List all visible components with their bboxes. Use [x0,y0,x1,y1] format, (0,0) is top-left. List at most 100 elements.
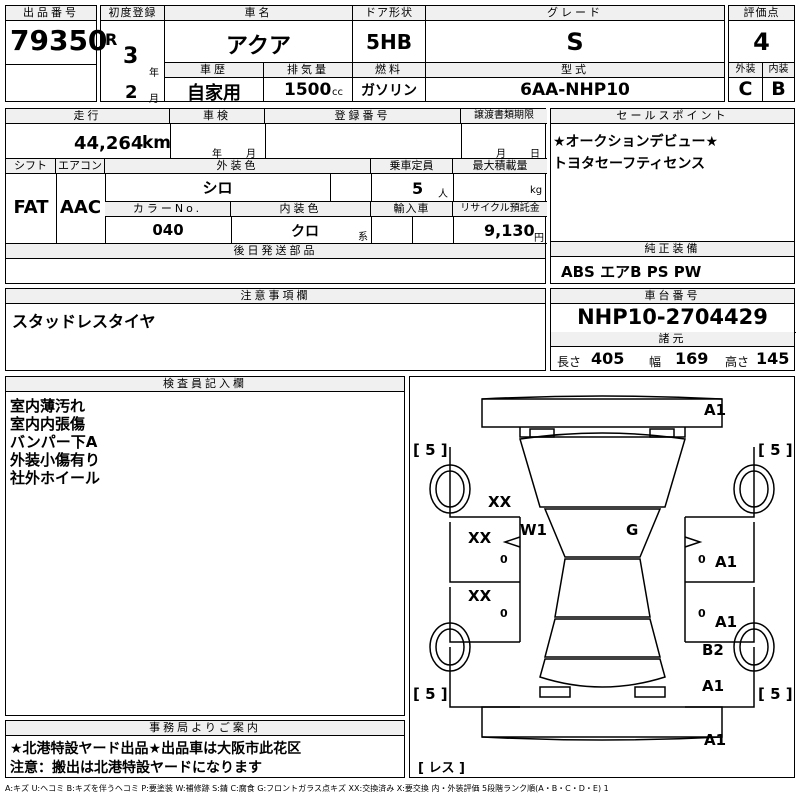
door-type: 5HB [366,30,412,54]
fuel-box: 燃料 ガソリン [352,62,426,102]
mileage-unit: km [142,133,172,153]
inspection-month-unit: 月 [246,149,256,160]
mark-windshield-g: G [626,521,639,539]
recycle-fee-unit: 円 [534,233,544,244]
car-name-label: 車名 [165,6,352,21]
exterior-label: 外装 [729,63,762,78]
registration-number-label: 登録番号 [265,109,461,124]
interior-color: クロ [291,224,319,240]
transfer-day-unit: 日 [530,149,540,160]
shift: FAT [13,197,49,218]
interior-grade: B [771,78,786,100]
car-name: アクア [226,34,291,59]
office-notice-line2: 注意：搬出は北港特設ヤードになります [10,760,262,776]
tire-front-right: [ 5 ] [758,441,793,459]
mark-right-rear-door-zero: 0 [698,607,706,620]
registration-month: 2 [125,82,138,103]
year-unit: 年 [149,68,159,79]
sales-point-label: セールスポイント [551,109,794,124]
chassis-label: 車台番号 [551,289,794,304]
lot-number-label: 出品番号 [6,6,96,21]
office-notice-label: 事務局よりご案内 [6,721,404,736]
door-label: ドア形状 [353,6,425,21]
capacity: 5 [412,179,424,198]
shift-label: シフト [6,159,56,174]
model-box: 型式 6AA-NHP10 [425,62,725,102]
import-label: 輸入車 [371,202,453,217]
interior-label: 内装 [763,63,794,78]
height: 145 [756,349,790,368]
model-label: 型式 [426,63,724,78]
grade-label: グレード [426,6,724,21]
interior-grade-box: 内装 B [762,62,795,102]
history: 自家用 [187,83,241,104]
transfer-month-unit: 月 [496,149,506,160]
model: 6AA-NHP10 [520,80,630,100]
mark-left-front-door: XX [468,529,492,547]
mark-left-rear-door: XX [468,587,492,605]
lot-number: 79350 [10,24,108,57]
tire-front-left: [ 5 ] [413,441,448,459]
month-unit: 月 [149,94,159,105]
interior-color-unit: 系 [358,232,368,243]
mark-right-quarter-a1: A1 [702,677,725,695]
exterior-grade: C [738,78,753,100]
score-box: 評価点 4 [728,5,795,63]
mark-right-rear-door: A1 [715,613,738,631]
mark-right-front-door-zero: 0 [698,553,706,566]
spare-tire: [ レス ] [418,761,465,776]
max-load-unit: kg [530,185,543,196]
registration-year: 3 [123,44,139,69]
width-label: 幅 [649,355,662,369]
score-label: 評価点 [729,6,794,21]
mark-windshield-w1: W1 [520,521,547,539]
car-outline-diagram [429,395,775,741]
mark-front-bumper: A1 [704,401,727,419]
tire-rear-right: [ 5 ] [758,685,793,703]
mark-right-quarter-b2: B2 [702,641,724,659]
notes-box: 注意事項欄 スタッドレスタイヤ [5,288,546,371]
lot-number-blank [5,64,97,102]
chassis-box: 車台番号 NHP10-2704429 諸元 長さ 405 幅 169 高さ 14… [550,288,796,371]
sales-point-line1: ★オークションデビュー★ [553,134,719,150]
mark-left-front-door-zero: 0 [500,553,508,566]
spec-label: 諸元 [551,332,794,347]
capacity-unit: 人 [438,189,448,200]
capacity-label: 乗車定員 [371,159,453,174]
history-label: 車歴 [165,63,263,78]
inspector-line-5: 社外ホイール [10,469,101,487]
office-notice-box: 事務局よりご案内 ★北港特設ヤード出品★出品車は大阪市此花区 注意：搬出は北港特… [5,720,405,778]
grade-box: グレード S [425,5,725,63]
vehicle-details-block: 走行 車検 登録番号 譲渡書類期限 44,264 km 年 月 月 日 シフト … [5,108,547,284]
fuel: ガソリン [361,83,417,99]
displacement-box: 排気量 1500 cc [263,62,353,102]
lot-number-box: 出品番号 79350 [5,5,107,65]
max-load-label: 最大積載量 [453,159,547,174]
displacement: 1500 [284,80,332,100]
inspector-label: 検査員記入欄 [6,377,404,392]
era: R [105,30,118,49]
chassis-number: NHP10-2704429 [577,305,768,329]
aircon-label: エアコン [56,159,105,174]
office-notice-line1: ★北港特設ヤード出品★出品車は大阪市此花区 [10,741,302,757]
exterior-color: シロ [202,179,233,197]
later-parts-label: 後日発送部品 [6,244,545,259]
displacement-label: 排気量 [264,63,352,78]
legend: A:キズ U:ヘコミ B:キズを伴うヘコミ P:要塗装 W:補修跡 S:錆 C:… [5,784,609,793]
inspector-line-3: バンパー下A [10,433,98,451]
notes-label: 注意事項欄 [6,289,545,304]
inspection-year-unit: 年 [212,149,222,160]
recycle-fee: 9,130 [484,221,535,240]
car-name-box: 車名 アクア [164,5,353,63]
interior-color-label: 内装色 [231,202,371,217]
mileage-label: 走行 [6,109,170,124]
color-number-label: カラーNo. [105,202,231,217]
inspector-box: 検査員記入欄 室内薄汚れ 室内内張傷 バンパー下A 外装小傷有り 社外ホイール [5,376,405,716]
color-number: 040 [152,221,184,239]
width: 169 [675,349,709,368]
inspection-label: 車検 [170,109,265,124]
length: 405 [591,349,625,368]
history-box: 車歴 自家用 [164,62,264,104]
sales-point-line2: トヨタセーフティセンス [553,156,706,172]
inspector-line-2: 室内内張傷 [10,415,86,433]
